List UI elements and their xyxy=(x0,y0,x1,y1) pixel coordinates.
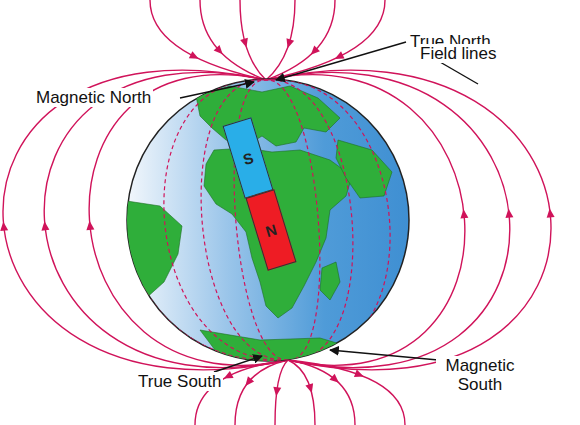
earth-globe xyxy=(120,79,409,372)
field-line xyxy=(266,0,385,80)
field-line xyxy=(195,360,288,425)
field-line xyxy=(266,80,390,361)
field-arrowhead xyxy=(308,46,320,58)
field-arrowhead xyxy=(222,371,234,382)
field-arrowhead xyxy=(546,208,555,218)
callout-label: Field lines xyxy=(418,44,499,63)
field-line xyxy=(266,79,431,360)
field-line xyxy=(150,0,266,80)
field-line xyxy=(240,0,266,80)
field-arrowhead xyxy=(329,374,341,386)
leader-lines xyxy=(180,42,478,372)
field-arrowhead xyxy=(354,370,365,381)
field-arrowhead xyxy=(240,38,250,49)
field-arrowhead xyxy=(305,383,315,394)
field-arrowhead xyxy=(284,38,294,49)
field-arrowhead xyxy=(86,220,95,230)
field-line xyxy=(266,0,335,80)
field-arrowhead xyxy=(0,221,8,231)
pole-letter: N xyxy=(263,220,278,239)
field-line xyxy=(266,0,295,80)
callout-label: Magnetic South xyxy=(436,356,524,394)
callout-label: True South xyxy=(136,372,223,391)
field-arrowhead xyxy=(504,208,513,218)
field-arrowhead xyxy=(460,209,469,219)
field-line xyxy=(200,0,266,80)
field-arrowhead xyxy=(242,376,254,388)
field-arrowhead xyxy=(272,387,281,397)
pole-letter: S xyxy=(241,148,256,167)
field-line xyxy=(235,360,288,425)
field-line xyxy=(288,360,315,425)
field-arrowhead xyxy=(189,51,201,62)
callout-label: Magnetic North xyxy=(34,88,153,107)
field-arrowhead xyxy=(214,45,226,57)
field-arrowhead xyxy=(41,221,50,231)
field-line xyxy=(288,360,405,425)
